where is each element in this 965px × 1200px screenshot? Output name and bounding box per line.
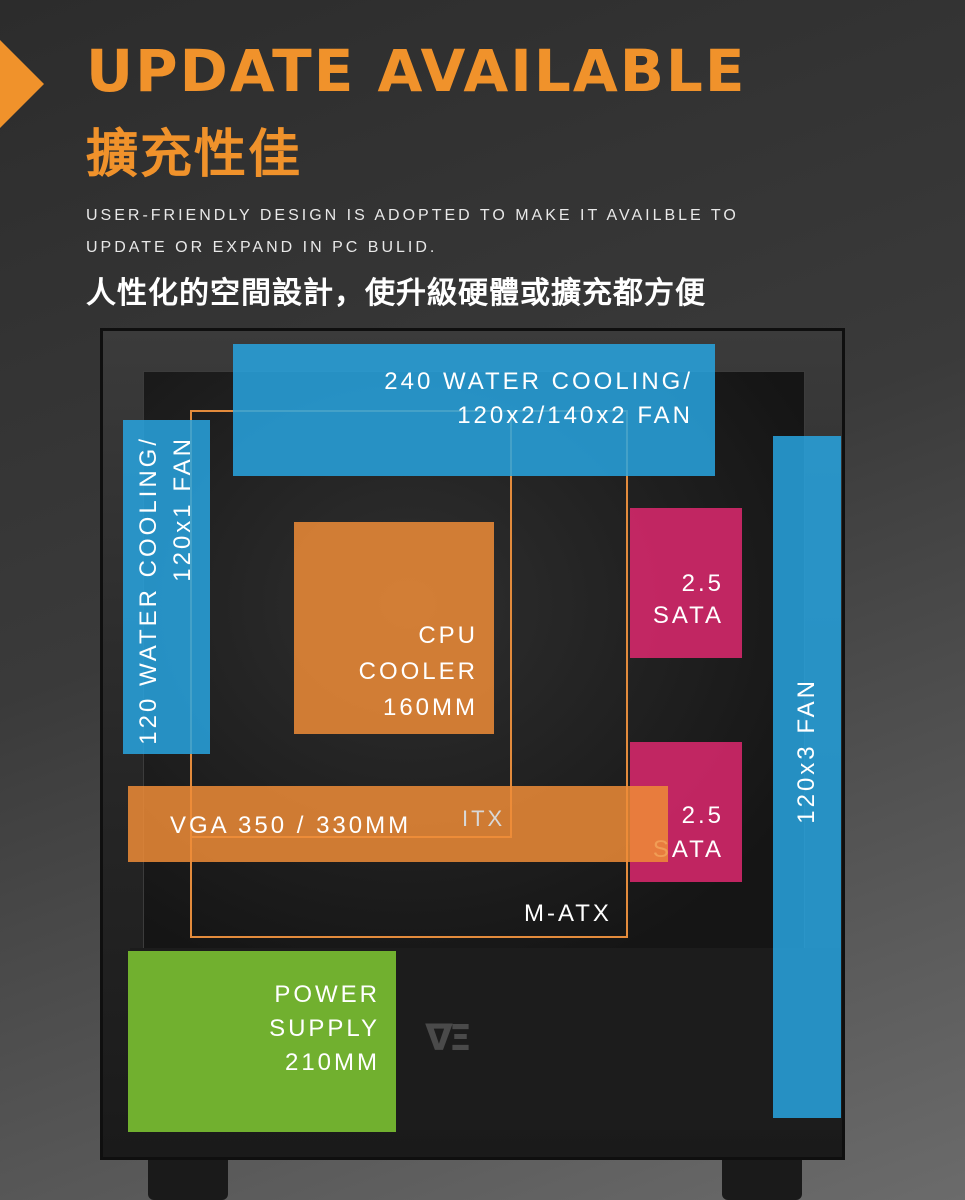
rear-cooling-label-line2: 120x1 FAN	[169, 436, 196, 582]
itx-label: ITX	[462, 806, 506, 831]
case-foot-right	[722, 1160, 802, 1200]
arrow-icon	[0, 40, 44, 128]
case-foot-left	[148, 1160, 228, 1200]
description-en-line1: USER-FRIENDLY DESIGN IS ADOPTED TO MAKE …	[86, 207, 739, 224]
top-water-cooling-zone: 240 WATER COOLING/ 120x2/140x2 FAN	[233, 344, 715, 476]
sata-top-label-line2: SATA	[652, 602, 724, 629]
vga-label: VGA 350 / 330MM	[170, 812, 412, 839]
description-zh: 人性化的空間設計，使升級硬體或擴充都方便	[86, 276, 706, 311]
sata-bottom-label-line1: 2.5	[681, 802, 724, 829]
psu-label-line1: POWER	[274, 981, 380, 1008]
headline: UPDATE AVAILABLE	[86, 37, 747, 105]
darkflash-logo-icon: ᐁΞ	[425, 1018, 472, 1059]
rear-cooling-label-line1: 120 WATER COOLING/	[135, 436, 162, 745]
front-fan-label: 120x3 FAN	[793, 678, 820, 824]
matx-label: M-ATX	[524, 900, 612, 927]
power-supply-zone: POWER SUPPLY 210MM	[128, 951, 396, 1132]
headline-zh: 擴充性佳	[86, 125, 303, 185]
top-cooling-label-line1: 240 WATER COOLING/	[384, 368, 693, 395]
psu-label-line2: SUPPLY	[269, 1015, 380, 1042]
cpu-cooler-label-line1: CPU	[418, 622, 478, 649]
rear-water-cooling-zone: 120 WATER COOLING/ 120x1 FAN	[123, 420, 210, 754]
description-en-line2: UPDATE OR EXPAND IN PC BULID.	[86, 239, 438, 256]
vga-zone: VGA 350 / 330MM	[128, 786, 668, 862]
cpu-cooler-label-line2: COOLER	[358, 658, 478, 685]
description-en: USER-FRIENDLY DESIGN IS ADOPTED TO MAKE …	[86, 200, 886, 264]
cpu-cooler-zone: CPU COOLER 160MM	[294, 522, 494, 734]
psu-label-line3: 210MM	[284, 1049, 380, 1076]
sata-drive-top-zone: 2.5 SATA	[630, 508, 742, 658]
top-cooling-label-line2: 120x2/140x2 FAN	[457, 402, 693, 429]
cpu-cooler-label-line3: 160MM	[382, 694, 478, 721]
sata-top-label-line1: 2.5	[681, 570, 724, 597]
front-fan-zone: 120x3 FAN	[773, 436, 841, 1118]
